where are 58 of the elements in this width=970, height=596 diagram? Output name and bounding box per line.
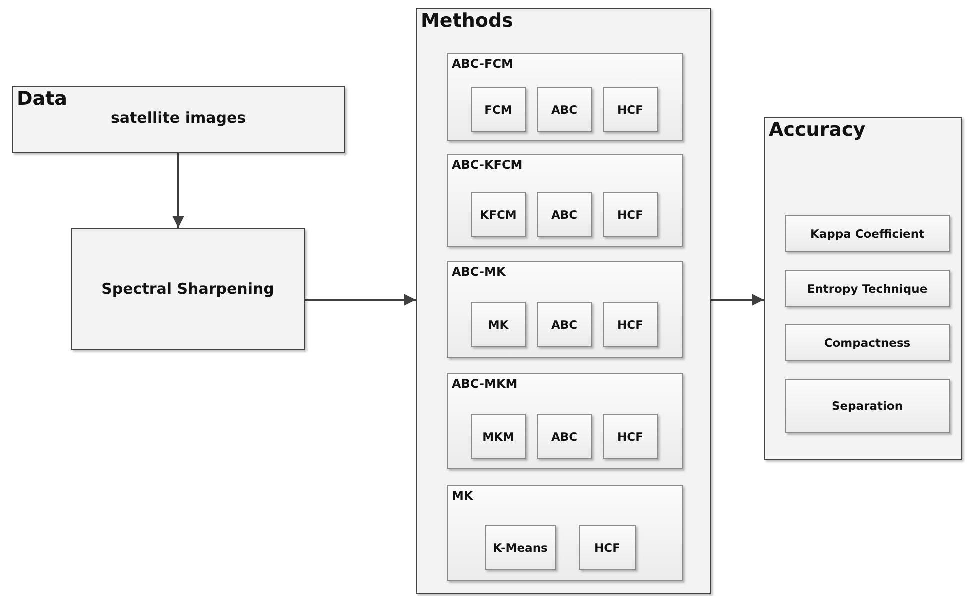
heading: Methods — [421, 10, 514, 32]
group-panel — [416, 8, 711, 594]
arrow — [172, 153, 184, 228]
process-box — [785, 270, 950, 307]
method-panel — [447, 154, 683, 247]
process-box — [471, 414, 526, 459]
method-panel — [447, 261, 683, 358]
process-box — [537, 87, 592, 132]
box-text: ABC — [550, 318, 579, 332]
heading: ABC-KFCM — [452, 158, 523, 172]
process-box — [537, 192, 592, 237]
process-box — [603, 302, 658, 347]
process-box — [471, 302, 526, 347]
process-box — [71, 228, 305, 350]
heading: Accuracy — [769, 119, 866, 141]
box-text: HCF — [616, 102, 644, 116]
box-text: KFCM — [479, 208, 518, 222]
process-box — [785, 324, 950, 361]
box-text: ABC — [550, 430, 579, 444]
process-box — [471, 192, 526, 237]
process-box — [12, 86, 345, 153]
box-text: HCF — [616, 318, 644, 332]
box-text: Separation — [830, 399, 904, 413]
process-box — [537, 414, 592, 459]
group-panel — [764, 117, 962, 460]
box-text: Entropy Technique — [806, 282, 929, 296]
process-box — [785, 215, 950, 252]
process-box — [603, 87, 658, 132]
box-text: HCF — [616, 208, 644, 222]
box-text: ABC — [550, 102, 579, 116]
method-panel — [447, 373, 683, 469]
box-text: Spectral Sharpening — [100, 280, 276, 298]
heading: Data — [17, 88, 68, 110]
box-text: ABC — [550, 208, 579, 222]
process-box — [579, 525, 636, 570]
box-text: HCF — [594, 540, 622, 554]
process-box — [603, 192, 658, 237]
box-text: satellite images — [110, 109, 248, 127]
heading: MK — [452, 489, 474, 503]
process-box — [485, 525, 556, 570]
process-box — [471, 87, 526, 132]
box-text: MKM — [482, 430, 516, 444]
process-box — [785, 379, 950, 433]
heading: ABC-MK — [452, 265, 506, 279]
arrow — [711, 294, 764, 306]
box-text: FCM — [484, 102, 514, 116]
box-text: Compactness — [823, 336, 912, 350]
arrow — [305, 294, 416, 306]
box-text: K-Means — [492, 540, 549, 554]
method-panel — [447, 53, 683, 141]
box-text: MK — [487, 318, 510, 332]
process-box — [537, 302, 592, 347]
box-text: Kappa Coefficient — [809, 226, 926, 240]
box-text: HCF — [616, 430, 644, 444]
process-box — [603, 414, 658, 459]
method-panel — [447, 485, 683, 581]
heading: ABC-FCM — [452, 57, 514, 71]
heading: ABC-MKM — [452, 377, 518, 391]
